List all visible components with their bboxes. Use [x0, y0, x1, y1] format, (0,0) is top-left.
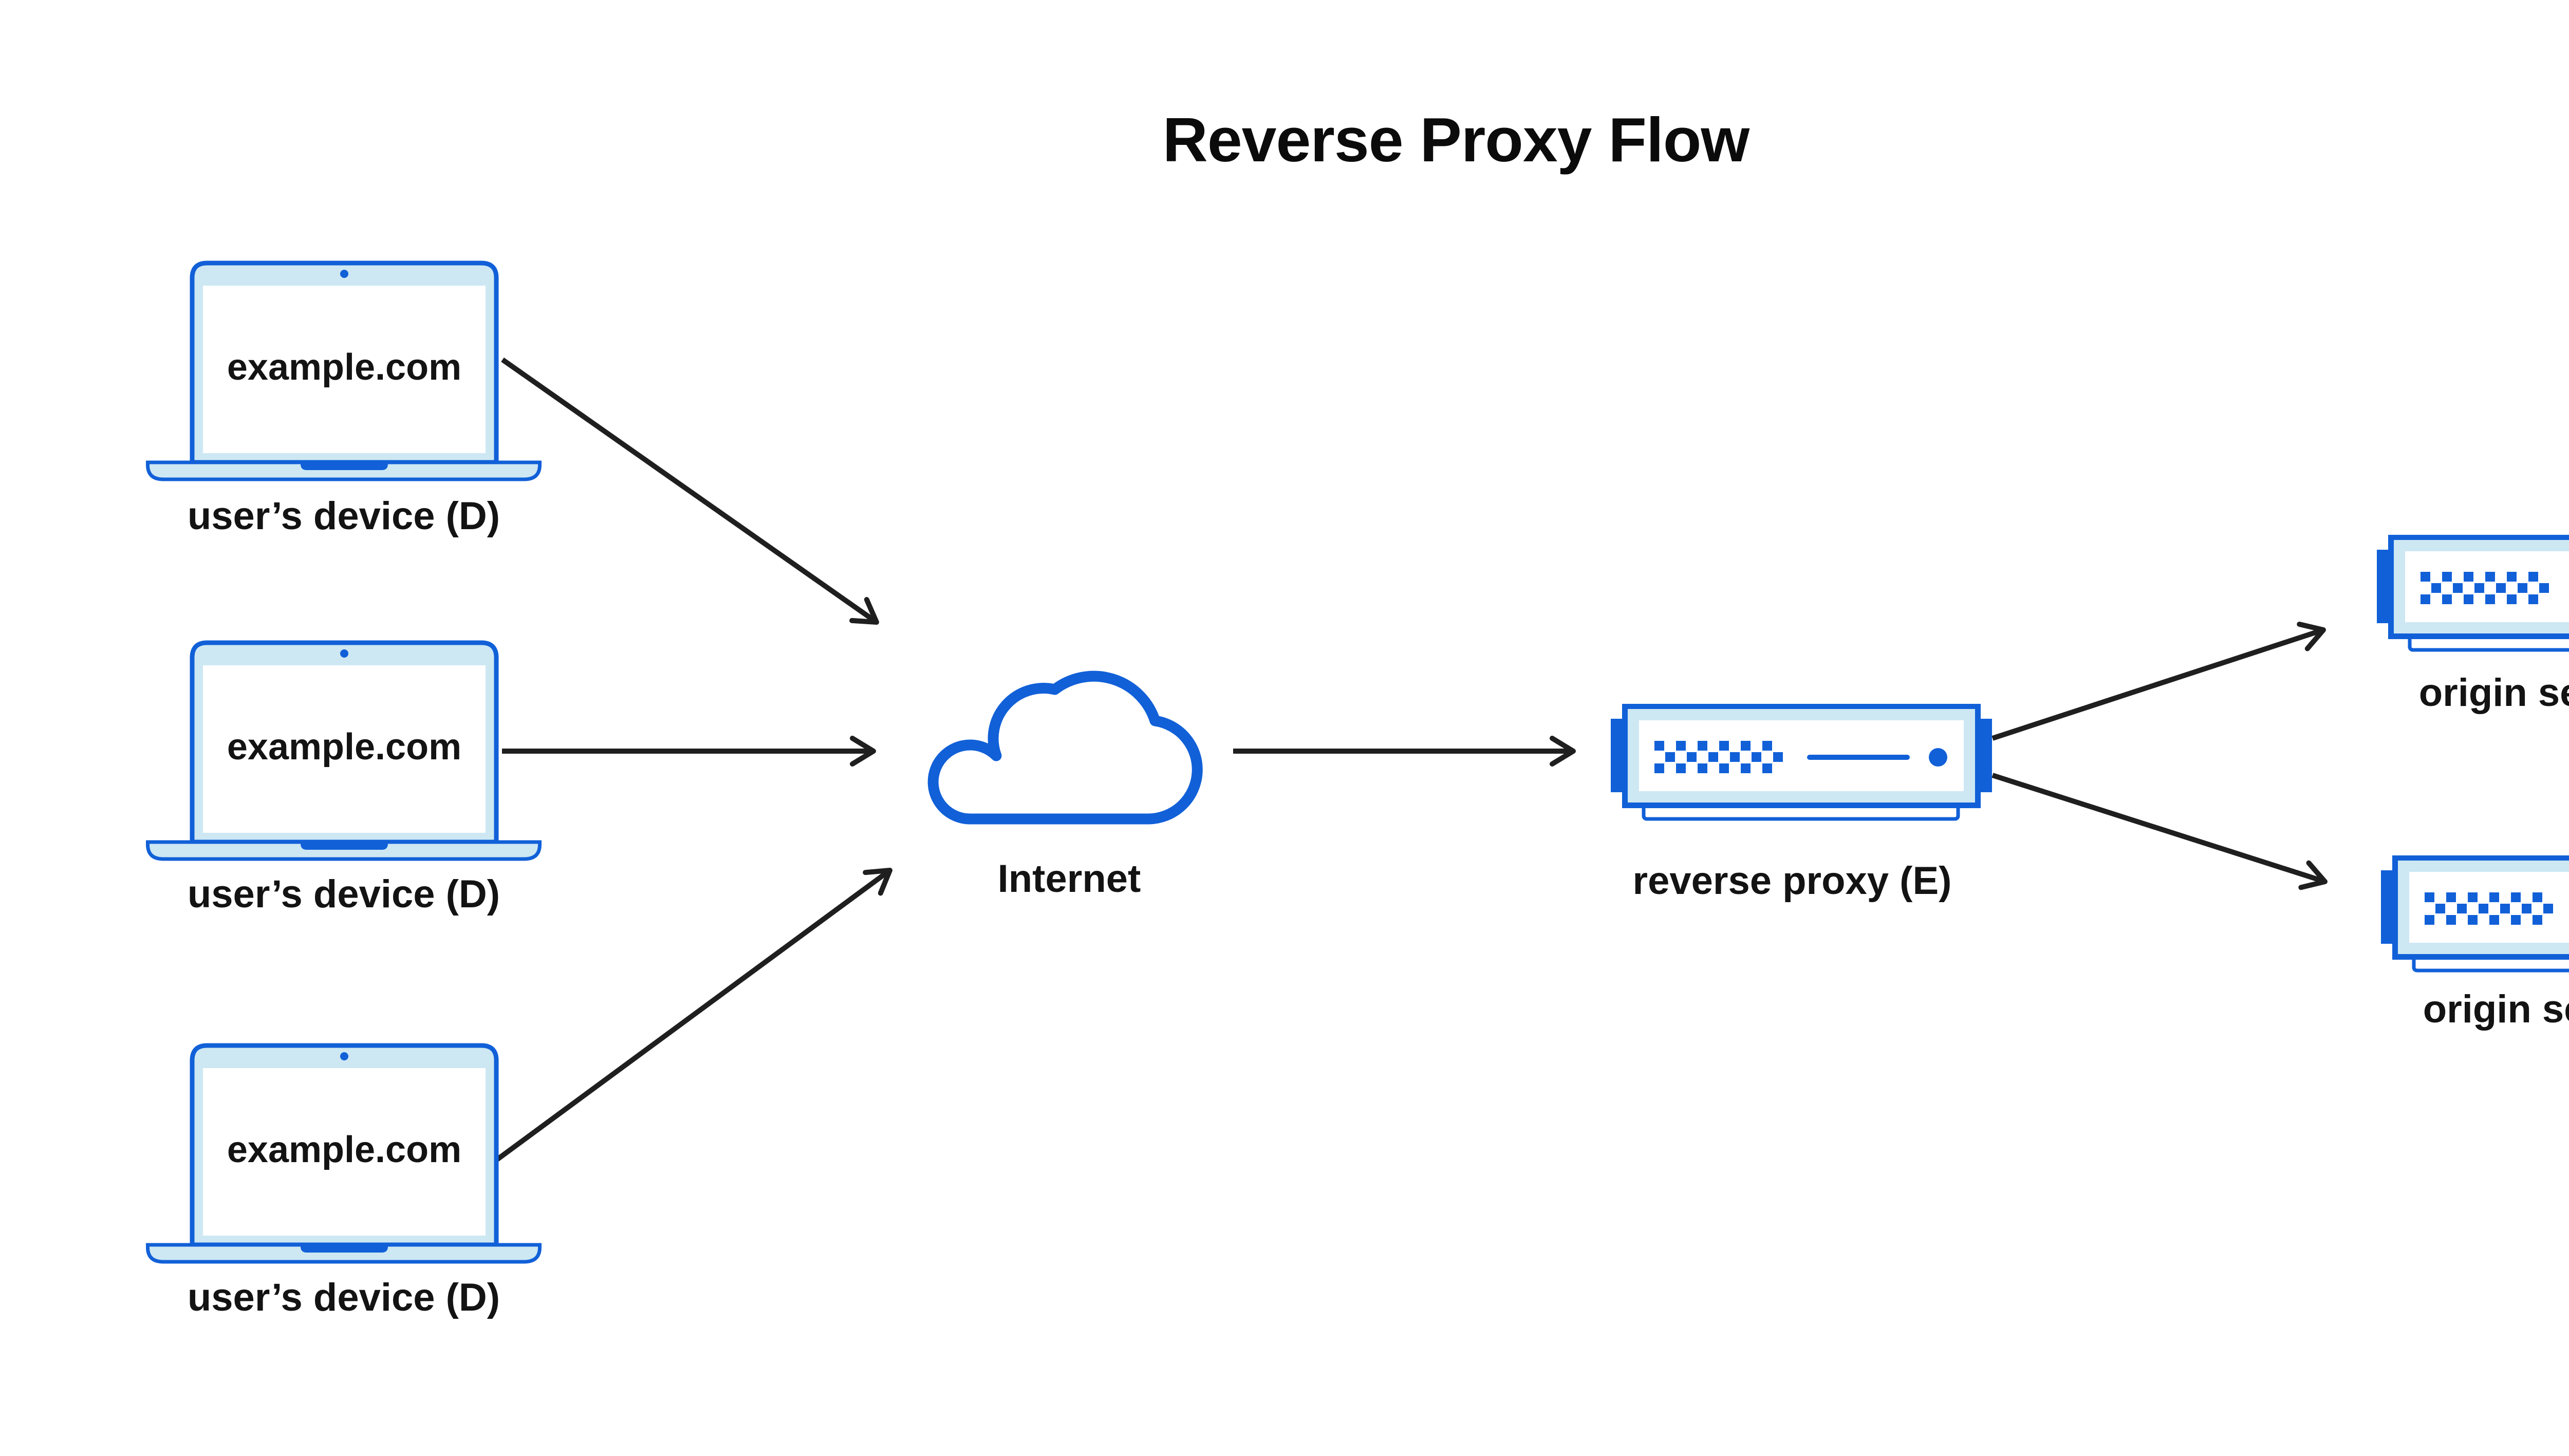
laptop-hinge-notch [301, 842, 388, 850]
arrow-proxy-to-origin1 [1991, 622, 2326, 741]
laptop-screen [203, 1068, 486, 1236]
server-slot-line [1807, 755, 1910, 760]
laptop-hinge-notch [301, 462, 388, 470]
reverse-proxy-label: reverse proxy (E) [1632, 859, 1952, 903]
server-indicator-squares [2425, 892, 2554, 925]
laptop-screen [203, 665, 486, 833]
origin-server-label: origin server (F) [2423, 987, 2569, 1031]
origin-server-label: origin server (F) [2418, 671, 2569, 715]
laptop-base [146, 1243, 542, 1264]
device-screen-url: example.com [227, 1129, 462, 1170]
laptop-icon [146, 1043, 542, 1264]
laptop-screen [203, 286, 486, 453]
laptop-hinge-notch [301, 1245, 388, 1253]
server-power-dot [1929, 748, 1947, 767]
laptop-base [146, 840, 542, 861]
camera-dot-icon [340, 270, 348, 278]
laptop-icon [146, 260, 542, 481]
server-icon [2377, 535, 2569, 652]
cloud-icon [927, 670, 1203, 825]
laptop-icon [146, 640, 542, 861]
device-screen-url: example.com [227, 726, 462, 768]
server-icon [1611, 704, 1992, 821]
arrow-device3-to-internet [495, 868, 892, 1163]
cloud-outline [927, 670, 1203, 825]
device-label: user’s device (D) [187, 494, 500, 538]
server-indicator-squares [1654, 741, 1783, 773]
laptop-base [146, 460, 542, 481]
arrow-device1-to-internet [501, 357, 879, 625]
camera-dot-icon [340, 1052, 348, 1060]
server-icon [2381, 855, 2569, 973]
device-label: user’s device (D) [187, 1276, 500, 1319]
camera-dot-icon [340, 649, 348, 658]
device-screen-url: example.com [227, 347, 462, 388]
page-title: Reverse Proxy Flow [1162, 105, 1750, 175]
arrow-proxy-to-origin2 [1991, 773, 2328, 890]
device-label: user’s device (D) [187, 872, 500, 916]
internet-label: Internet [997, 857, 1141, 901]
server-indicator-squares [2421, 572, 2549, 604]
